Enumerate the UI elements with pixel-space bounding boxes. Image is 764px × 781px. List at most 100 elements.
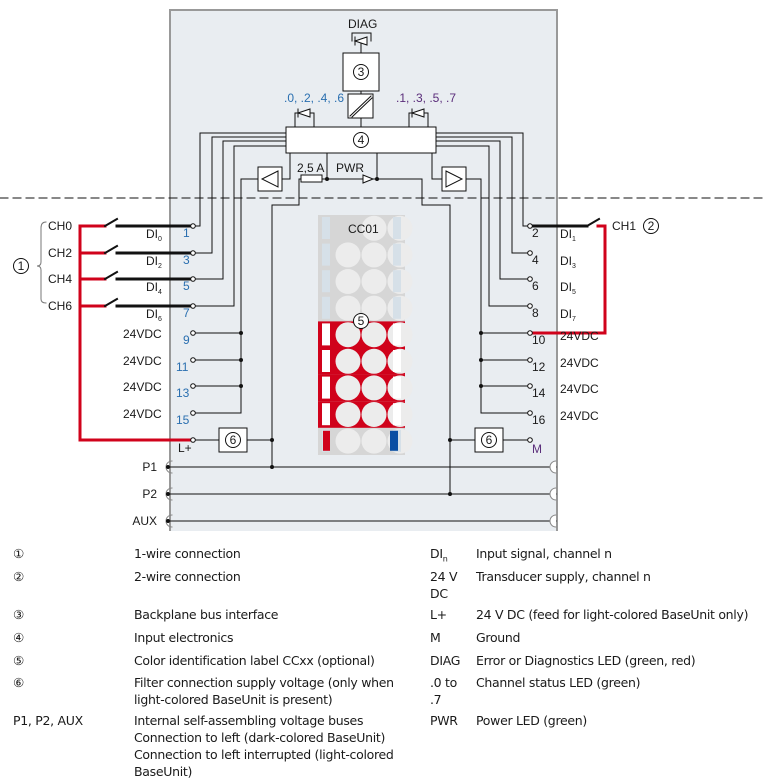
- callout-number: 6: [230, 433, 237, 447]
- label-slot: [361, 375, 387, 401]
- terminal-signal-label: DI4: [146, 280, 162, 296]
- callout-number: 2: [648, 219, 655, 233]
- legend-key: L+: [430, 607, 447, 622]
- terminal-signal-label: DI2: [146, 254, 162, 270]
- terminal-16[interactable]: [527, 410, 533, 416]
- terminal-number: L+: [178, 441, 192, 455]
- callout-2: [643, 218, 659, 234]
- label-slot: [361, 215, 387, 241]
- callout-6: [481, 432, 497, 448]
- terminal-14[interactable]: [527, 383, 533, 389]
- terminal-3[interactable]: [190, 250, 196, 256]
- legend-text: 24 V DC (feed for light-colored BaseUnit…: [476, 607, 749, 622]
- legend-key: 24 V DC: [430, 569, 458, 601]
- label-slot: [361, 348, 387, 374]
- bus-label: P1: [142, 460, 157, 474]
- channel-led-odd-label: .1, .3, .5, .7: [396, 91, 456, 105]
- terminal-number: 2: [532, 226, 539, 240]
- label-slot: [361, 269, 387, 294]
- label-slot: [335, 242, 361, 268]
- legend-key: M: [430, 630, 441, 645]
- channel-label: CH2: [48, 246, 72, 260]
- legend-key: ②: [13, 569, 24, 584]
- label-slot: [361, 242, 387, 268]
- label-slot: [335, 295, 361, 321]
- terminal-8[interactable]: [527, 303, 533, 309]
- diag-label: DIAG: [348, 17, 377, 31]
- channel-label: CH0: [48, 219, 72, 233]
- terminal-1[interactable]: [190, 223, 196, 229]
- terminal-6[interactable]: [527, 276, 533, 282]
- one-wire-red-connection: [78, 224, 195, 442]
- two-wire-red-connection: [528, 224, 607, 335]
- label-slot: [335, 402, 361, 427]
- terminal-number: 12: [532, 360, 546, 374]
- channel-label: CH4: [48, 272, 72, 286]
- terminal-signal-label: 24VDC: [560, 382, 599, 396]
- legend-text-line: Connection to left interrupted (light-co…: [134, 747, 394, 779]
- color-label-text: CC01: [348, 222, 379, 236]
- terminal-number: 15: [176, 413, 190, 427]
- terminal-number: 1: [183, 226, 190, 240]
- label-slot: [335, 375, 361, 401]
- legend-text: Power LED (green): [476, 713, 587, 728]
- terminal-number: 7: [183, 306, 190, 320]
- label-slot: [361, 402, 387, 427]
- terminal-10[interactable]: [527, 330, 533, 336]
- terminal-number: 4: [532, 253, 539, 267]
- switch-icons: [103, 217, 601, 308]
- terminal-signal-label: DI1: [560, 227, 576, 243]
- channel-led-even-label: .0, .2, .4, .6: [284, 91, 344, 105]
- terminal-11[interactable]: [190, 357, 196, 363]
- terminal-signal-label: DI6: [146, 307, 162, 323]
- terminal-signal-label: 24VDC: [560, 356, 599, 370]
- legend-key: DIAG: [430, 653, 461, 668]
- legend-key: ①: [13, 546, 24, 561]
- terminal-L+[interactable]: [190, 437, 196, 443]
- label-slot: [335, 428, 361, 454]
- legend-text: Color identification label CCxx (optiona…: [134, 653, 375, 668]
- terminal-7[interactable]: [190, 303, 196, 309]
- legend-text: Input electronics: [134, 630, 234, 645]
- terminal-9[interactable]: [190, 330, 196, 336]
- terminal-2[interactable]: [527, 223, 533, 229]
- legend-key: P1, P2, AUX: [13, 713, 83, 728]
- legend-text-line: Connection to left (dark-colored BaseUni…: [134, 730, 386, 745]
- legend-text: Channel status LED (green): [476, 675, 641, 690]
- label-slot: [335, 348, 361, 374]
- callout-number: 6: [486, 433, 493, 447]
- callout-number: 5: [358, 314, 365, 328]
- terminal-signal-label: 24VDC: [123, 407, 162, 421]
- terminal-number: 10: [532, 333, 546, 347]
- terminal-M[interactable]: [527, 437, 533, 443]
- legend-text: Error or Diagnostics LED (green, red): [476, 653, 696, 668]
- bus-label: P2: [142, 487, 157, 501]
- terminal-13[interactable]: [190, 383, 196, 389]
- legend-key: PWR: [430, 713, 458, 728]
- legend-key: DIn: [430, 546, 448, 564]
- block-diagram: CC01 DIAG: [0, 9, 764, 531]
- legend-key: ④: [13, 630, 24, 645]
- terminal-number: 8: [532, 306, 539, 320]
- callout-number: 1: [18, 259, 25, 273]
- terminal-5[interactable]: [190, 276, 196, 282]
- callout-6: [225, 432, 241, 448]
- terminal-signal-label: 24VDC: [560, 329, 599, 343]
- terminal-4[interactable]: [527, 250, 533, 256]
- channel-label: CH1: [612, 219, 636, 233]
- legend-text: 1-wire connection: [134, 546, 241, 561]
- terminal-signal-label: DI7: [560, 307, 576, 323]
- terminal-number: 13: [176, 386, 190, 400]
- legend-text: Transducer supply, channel n: [476, 569, 651, 584]
- legend-text: Ground: [476, 630, 521, 645]
- terminal-signal-label: DI5: [560, 280, 576, 296]
- terminal-12[interactable]: [527, 357, 533, 363]
- legend-text: 2-wire connection: [134, 569, 241, 584]
- brace: [36, 221, 47, 304]
- label-slot: [335, 322, 361, 348]
- terminal-signal-label: DI0: [146, 227, 162, 243]
- legend-text: Backplane bus interface: [134, 607, 279, 622]
- terminal-15[interactable]: [190, 410, 196, 416]
- label-slot: [335, 269, 361, 294]
